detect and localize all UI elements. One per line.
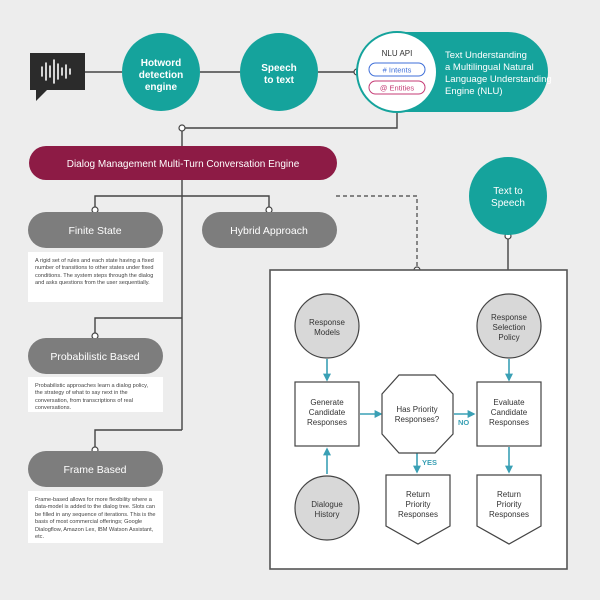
speech-to-text-line-1: Speech	[261, 63, 297, 74]
yes-label: YES	[422, 458, 437, 467]
intents-tag: # Intents	[383, 66, 412, 75]
dialogue-history-node: Dialogue History	[294, 475, 360, 541]
evaluate-candidate-line-1: Evaluate	[493, 398, 525, 407]
text-to-speech-line-1: Text to	[493, 186, 523, 197]
frame-based-title: Frame Based	[63, 464, 126, 476]
nlu-title-line-3: Language Understanding	[445, 74, 552, 85]
response-models-line-2: Models	[314, 328, 340, 337]
dialogue-history-line-1: Dialogue	[311, 500, 343, 509]
nlu-api-label: NLU API	[382, 49, 413, 58]
hotword-line-1: Hotword	[141, 58, 182, 69]
has-priority-line-2: Responses?	[395, 415, 440, 424]
selection-policy-line-2: Selection	[493, 323, 526, 332]
evaluate-candidate-line-3: Responses	[489, 418, 529, 427]
selection-policy-line-1: Response	[491, 313, 528, 322]
speech-to-text-line-2: to text	[264, 75, 295, 86]
return-priority-left-node: Return Priority Responses	[385, 474, 451, 545]
generate-candidate-line-2: Candidate	[309, 408, 346, 417]
text-to-speech-node: Text to Speech	[469, 157, 547, 235]
hybrid-approach-node: Hybrid Approach	[202, 212, 337, 248]
has-priority-line-1: Has Priority	[396, 405, 437, 414]
flowchart-arrows	[323, 359, 513, 474]
hotword-line-2: detection	[139, 70, 183, 81]
dialog-management-engine-node: Dialog Management Multi-Turn Conversatio…	[29, 146, 337, 180]
return-priority-right-node: Return Priority Responses	[476, 474, 542, 545]
return-priority-left-line-2: Priority	[406, 500, 431, 509]
finite-state-title: Finite State	[68, 225, 121, 237]
evaluate-candidate-line-2: Candidate	[491, 408, 528, 417]
return-priority-right-line-2: Priority	[497, 500, 522, 509]
frame-based-description: Frame-based allows for more flexibility …	[28, 491, 163, 543]
probabilistic-based-node: Probabilistic Based	[28, 338, 163, 374]
nlu-engine-node: NLU API # Intents @ Entities Text Unders…	[356, 31, 552, 113]
sound-wave-speech-bubble-icon	[30, 53, 85, 101]
has-priority-decision-node: Has Priority Responses?	[381, 374, 454, 454]
probabilistic-based-description: Probabilistic approaches learn a dialog …	[28, 377, 163, 412]
finite-state-description: A rigid set of rules and each state havi…	[28, 252, 163, 302]
generate-candidate-node: Generate Candidate Responses	[294, 381, 360, 447]
return-priority-right-line-1: Return	[497, 490, 521, 499]
hotword-line-3: engine	[145, 82, 178, 93]
evaluate-candidate-node: Evaluate Candidate Responses	[476, 381, 542, 447]
return-priority-right-line-3: Responses	[489, 510, 529, 519]
dialogue-history-line-2: History	[315, 510, 340, 519]
hotword-detection-node: Hotword detection engine	[122, 33, 200, 111]
selection-policy-line-3: Policy	[498, 333, 519, 342]
speech-to-text-node: Speech to text	[240, 33, 318, 111]
nlu-title-line-4: Engine (NLU)	[445, 86, 503, 97]
connector-lines	[85, 71, 509, 450]
finite-state-node: Finite State	[28, 212, 163, 248]
probabilistic-based-title: Probabilistic Based	[50, 351, 139, 363]
frame-based-node: Frame Based	[28, 451, 163, 487]
nlu-title-line-2: a Multilingual Natural	[445, 62, 534, 73]
generate-candidate-line-1: Generate	[310, 398, 344, 407]
text-to-speech-line-2: Speech	[491, 198, 525, 209]
no-label: NO	[458, 418, 469, 427]
hybrid-approach-title: Hybrid Approach	[230, 225, 308, 237]
generate-candidate-line-3: Responses	[307, 418, 347, 427]
dashed-connector	[336, 195, 418, 270]
dialog-engine-label: Dialog Management Multi-Turn Conversatio…	[67, 159, 300, 170]
return-priority-left-line-3: Responses	[398, 510, 438, 519]
entities-tag: @ Entities	[380, 84, 415, 93]
nlu-title-line-1: Text Understanding	[445, 50, 527, 61]
return-priority-left-line-1: Return	[406, 490, 430, 499]
response-models-node: Response Models	[294, 293, 360, 359]
response-selection-policy-node: Response Selection Policy	[476, 293, 542, 359]
response-models-line-1: Response	[309, 318, 346, 327]
